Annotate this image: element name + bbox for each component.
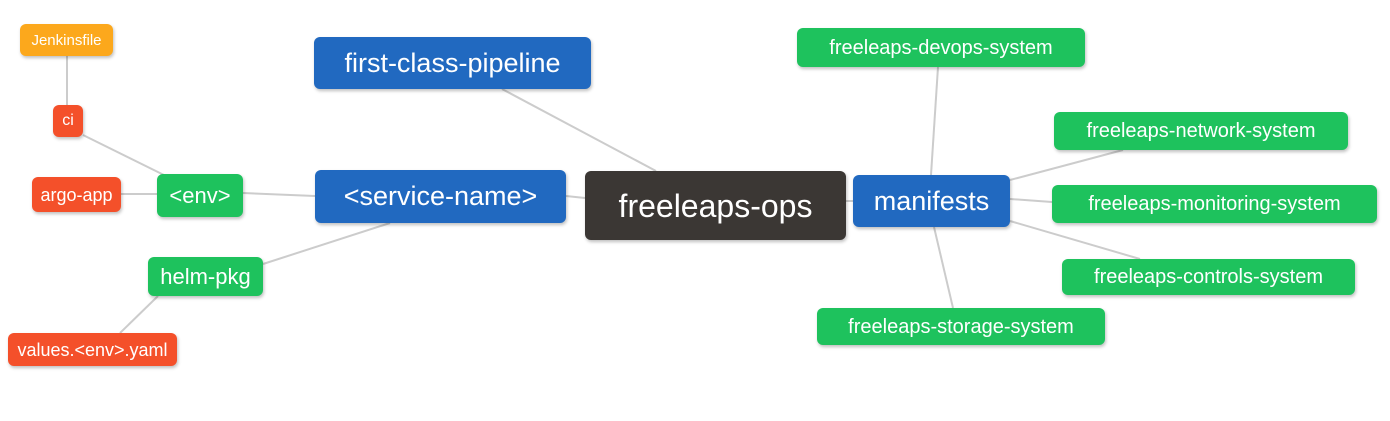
node-helm-pkg[interactable]: helm-pkg bbox=[148, 257, 263, 296]
node-values-env-yaml[interactable]: values.<env>.yaml bbox=[8, 333, 177, 366]
edge-manifests-freeleaps-network-system bbox=[1009, 149, 1124, 181]
edge-service-name-freeleaps-ops bbox=[565, 195, 586, 199]
edge-manifests-freeleaps-controls-system bbox=[1009, 220, 1141, 260]
edge-manifests-freeleaps-monitoring-system bbox=[1009, 198, 1053, 203]
edge-env-service-name bbox=[242, 192, 316, 197]
node-freeleaps-devops-system[interactable]: freeleaps-devops-system bbox=[797, 28, 1085, 67]
node-argo-app[interactable]: argo-app bbox=[32, 177, 121, 212]
node-jenkinsfile[interactable]: Jenkinsfile bbox=[20, 24, 113, 56]
edge-first-class-pipeline-freeleaps-ops bbox=[501, 88, 657, 172]
node-ci[interactable]: ci bbox=[53, 105, 83, 137]
node-freeleaps-network-system[interactable]: freeleaps-network-system bbox=[1054, 112, 1348, 150]
edge-ci-env bbox=[82, 134, 171, 179]
node-freeleaps-ops[interactable]: freeleaps-ops bbox=[585, 171, 846, 240]
node-freeleaps-storage-system[interactable]: freeleaps-storage-system bbox=[817, 308, 1105, 345]
node-freeleaps-monitoring-system[interactable]: freeleaps-monitoring-system bbox=[1052, 185, 1377, 223]
edge-helm-pkg-service-name bbox=[262, 222, 391, 265]
node-service-name[interactable]: <service-name> bbox=[315, 170, 566, 223]
edge-values-env-yaml-helm-pkg bbox=[119, 295, 159, 334]
node-first-class-pipeline[interactable]: first-class-pipeline bbox=[314, 37, 591, 89]
node-manifests[interactable]: manifests bbox=[853, 175, 1010, 227]
edge-manifests-freeleaps-storage-system bbox=[933, 226, 954, 309]
edge-freeleaps-devops-system-manifests bbox=[930, 66, 939, 176]
node-freeleaps-controls-system[interactable]: freeleaps-controls-system bbox=[1062, 259, 1355, 295]
node-env[interactable]: <env> bbox=[157, 174, 243, 217]
